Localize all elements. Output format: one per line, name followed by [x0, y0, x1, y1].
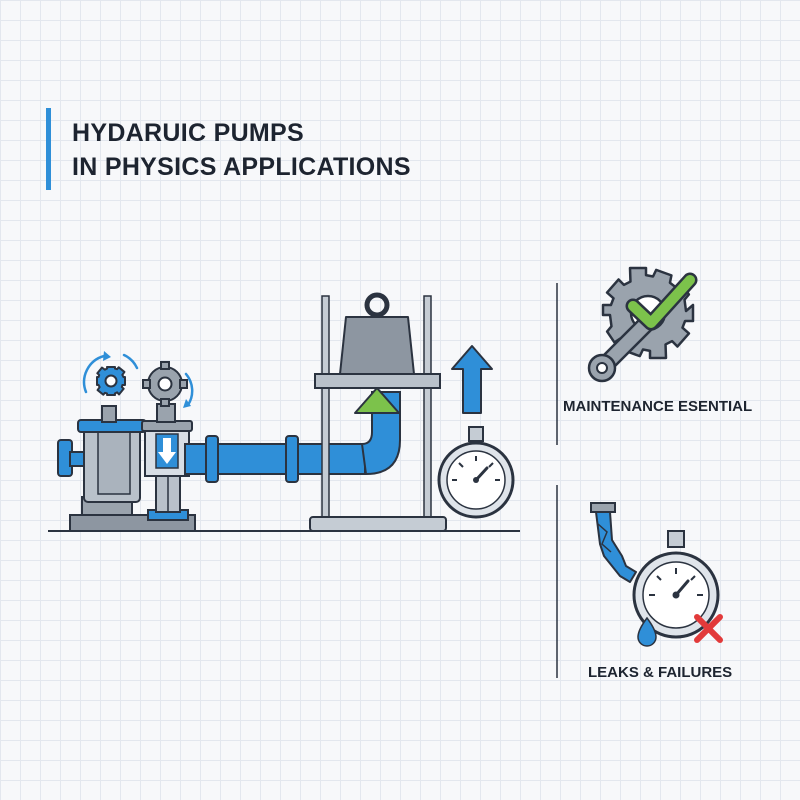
up-arrow-icon: [451, 345, 493, 414]
broken-pipe-icon: [590, 502, 637, 583]
maintenance-label: MAINTENANCE ESENTIAL: [563, 398, 753, 415]
pump-housing: [57, 405, 147, 503]
down-arrow-icon: [158, 438, 176, 464]
gear-icon: [142, 361, 188, 407]
wrench-icon: [587, 313, 657, 383]
page-title: HYDARUIC PUMPS IN PHYSICS APPLICATIONS: [72, 116, 411, 184]
title-accent-bar: [46, 108, 51, 190]
failures-label: LEAKS & FAILURES: [588, 664, 733, 681]
weight-block: [339, 292, 415, 375]
green-piston: [354, 387, 400, 414]
gear-icon: [96, 366, 126, 396]
checkmark-icon: [625, 272, 698, 331]
pressure-gauge-icon: [437, 426, 515, 519]
water-drop-icon: [637, 616, 657, 647]
press-frame: [309, 295, 447, 532]
rotation-arrowhead: [103, 351, 191, 408]
title-line-2: IN PHYSICS APPLICATIONS: [72, 153, 411, 181]
rotation-arrow-icon: [82, 353, 194, 407]
red-x-icon: [694, 614, 723, 643]
title-line-1: HYDARUIC PUMPS: [72, 119, 304, 147]
